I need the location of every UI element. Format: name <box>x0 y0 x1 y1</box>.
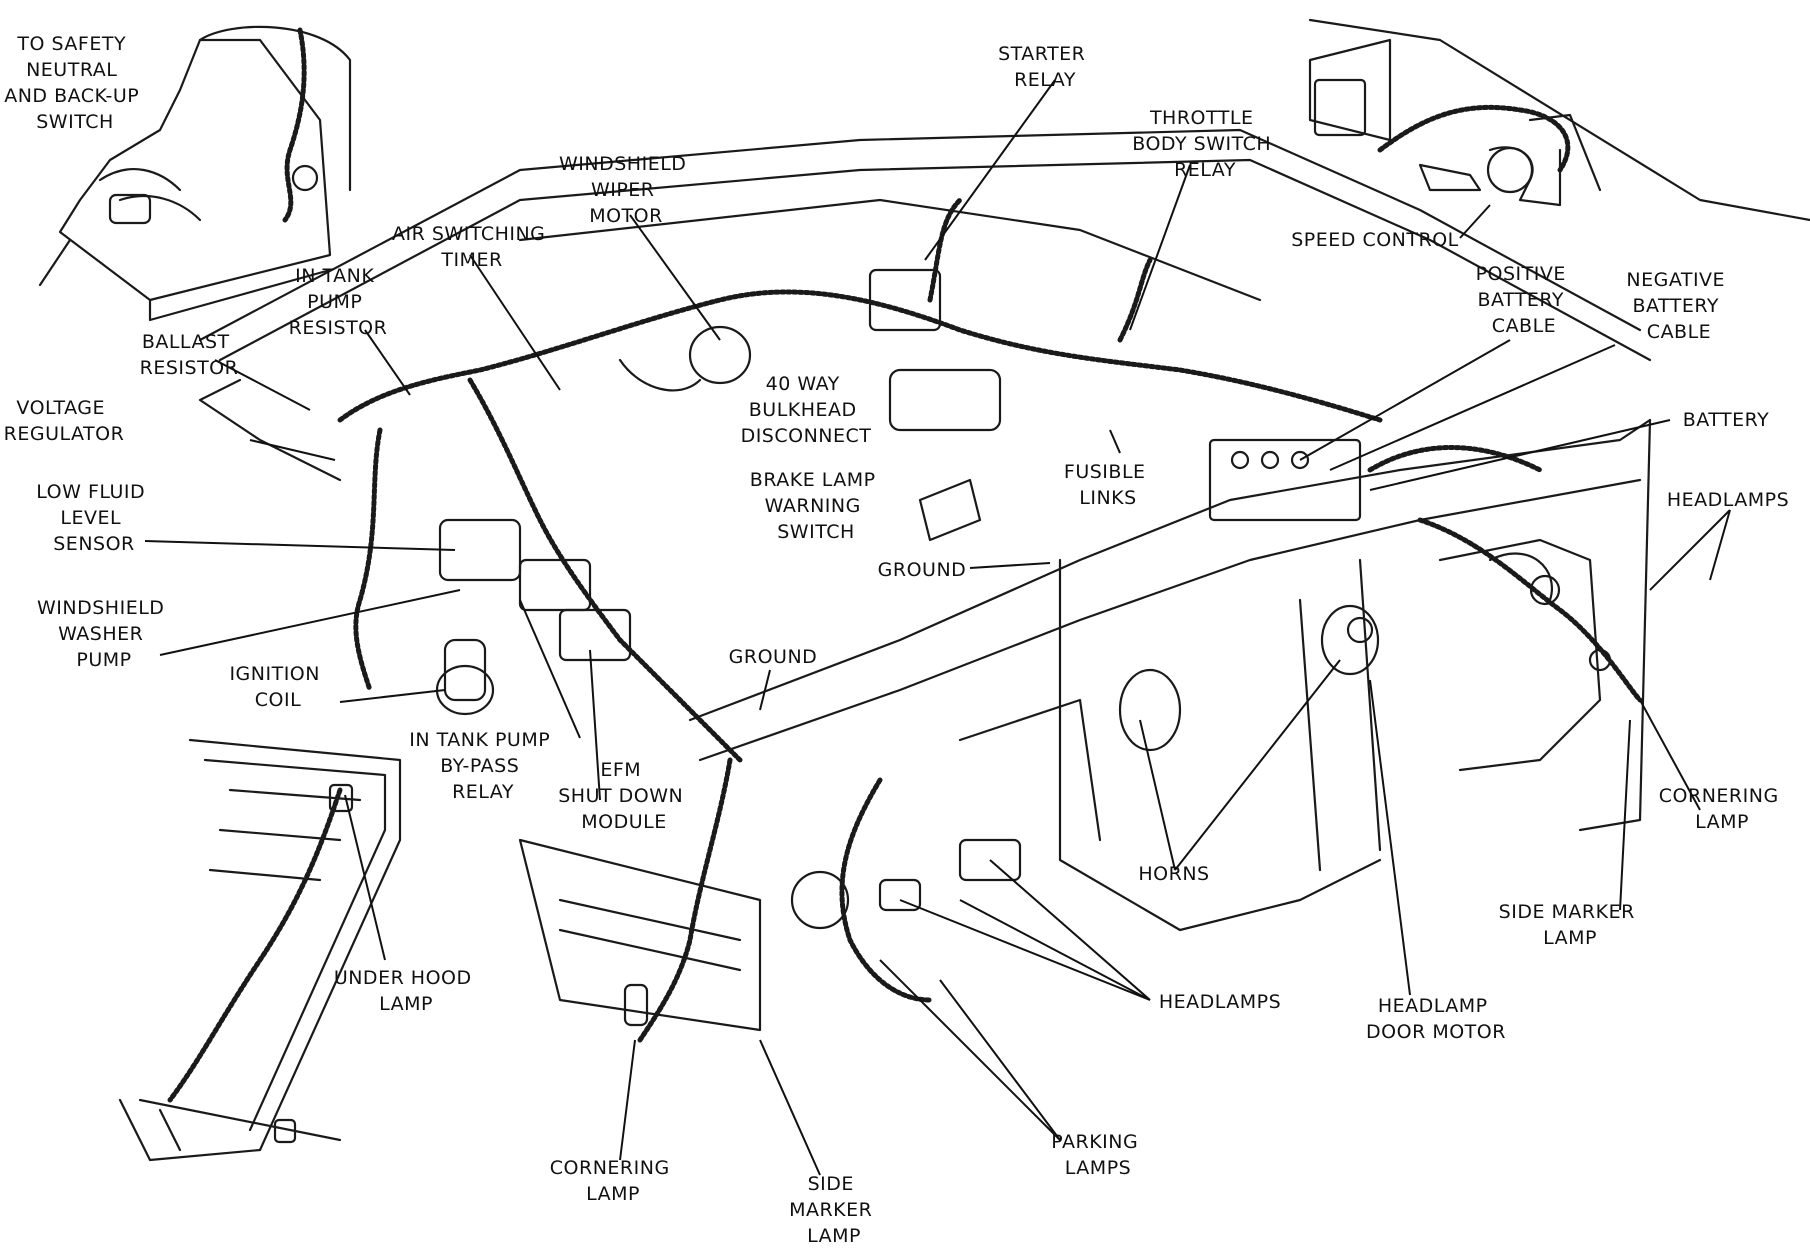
label-washer-pump: WINDSHIELD WASHER PUMP <box>37 597 171 671</box>
label-bypass-relay: IN TANK PUMP BY-PASS RELAY <box>409 729 556 803</box>
callout-labels: TO SAFETY NEUTRAL AND BACK-UP SWITCH STA… <box>4 33 1789 1247</box>
inset-safety-switch <box>38 25 352 322</box>
label-battery: BATTERY <box>1683 409 1770 431</box>
label-ground-lower: GROUND <box>729 646 818 668</box>
label-door-motor: HEADLAMP DOOR MOTOR <box>1366 995 1506 1043</box>
label-side-marker-left: SIDE MARKER LAMP <box>789 1173 879 1247</box>
leader-lines <box>144 79 1731 1176</box>
label-parking-lamps: PARKING LAMPS <box>1051 1131 1145 1179</box>
label-wiper-motor: WINDSHIELD WIPER MOTOR <box>559 153 693 227</box>
label-ballast: BALLAST RESISTOR <box>140 331 239 379</box>
label-positive-cable: POSITIVE BATTERY CABLE <box>1476 263 1573 337</box>
label-air-timer: AIR SWITCHING TIMER <box>392 223 552 271</box>
label-fusible-links: FUSIBLE LINKS <box>1064 461 1152 509</box>
label-safety-switch: TO SAFETY NEUTRAL AND BACK-UP SWITCH <box>4 33 146 133</box>
label-cornering-lamp-left: CORNERING LAMP <box>550 1157 676 1205</box>
inset-under-hood-lamp <box>118 738 402 1162</box>
label-speed-control: SPEED CONTROL <box>1291 229 1458 251</box>
label-headlamps-right: HEADLAMPS <box>1667 489 1789 511</box>
label-starter-relay: STARTER RELAY <box>998 43 1092 91</box>
label-bulkhead: 40 WAY BULKHEAD DISCONNECT <box>741 373 872 447</box>
label-voltage-regulator: VOLTAGE REGULATOR <box>4 397 125 445</box>
label-ignition-coil: IGNITION COIL <box>229 663 326 711</box>
label-headlamps-center: HEADLAMPS <box>1159 991 1281 1013</box>
label-cornering-lamp-right: CORNERING LAMP <box>1659 785 1785 833</box>
label-brake-switch: BRAKE LAMP WARNING SWITCH <box>750 469 882 543</box>
label-ground-upper: GROUND <box>878 559 967 581</box>
label-efm-module: EFM SHUT DOWN MODULE <box>558 759 690 833</box>
battery-shape <box>1208 438 1362 522</box>
bulkhead-connector-shape <box>868 268 942 332</box>
label-pump-resistor: IN TANK PUMP RESISTOR <box>289 265 388 339</box>
label-horns: HORNS <box>1138 863 1209 885</box>
label-fluid-sensor: LOW FLUID LEVEL SENSOR <box>36 481 151 555</box>
label-throttle-relay: THROTTLE BODY SWITCH RELAY <box>1132 107 1277 181</box>
inset-speed-control <box>1308 18 1810 222</box>
engine-compartment-artwork <box>38 18 1810 1162</box>
label-negative-cable: NEGATIVE BATTERY CABLE <box>1626 269 1731 343</box>
label-under-hood-lamp: UNDER HOOD LAMP <box>334 967 478 1015</box>
label-side-marker-right: SIDE MARKER LAMP <box>1499 901 1642 949</box>
